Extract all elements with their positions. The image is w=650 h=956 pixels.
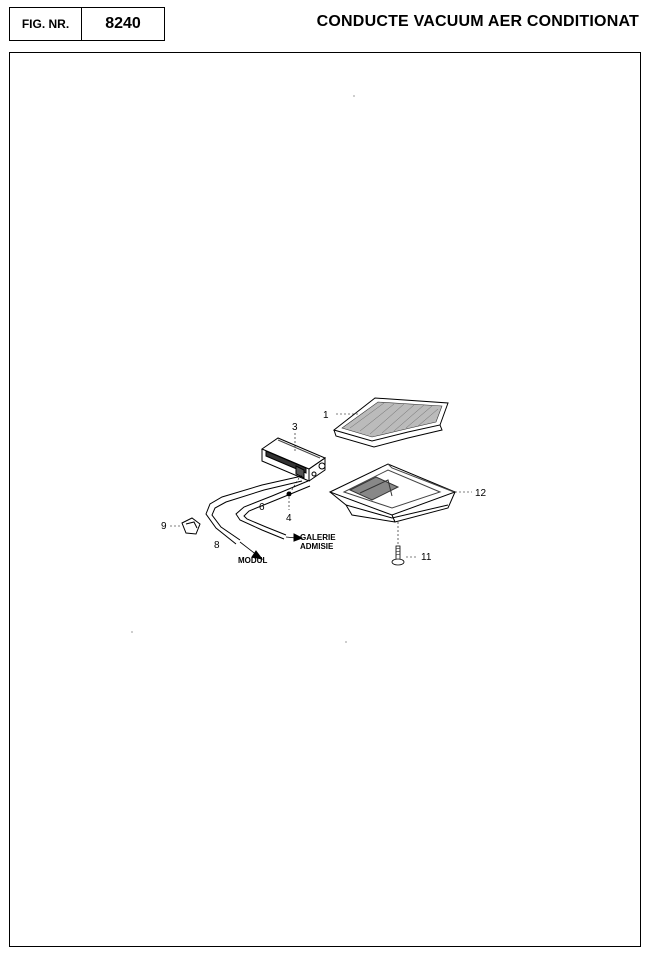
figure-number: 8240: [105, 15, 141, 32]
drawing-frame: [9, 52, 641, 947]
callout-1: 1: [323, 410, 329, 421]
callout-3: 3: [292, 422, 298, 433]
part-11-screw: [391, 522, 418, 566]
part-1-filter-panel: [332, 397, 449, 448]
note-modul: MODUL: [238, 556, 267, 565]
vacuum-hoses: [205, 475, 311, 560]
callout-4: 4: [286, 513, 292, 524]
figure-label: FIG. NR.: [10, 8, 82, 40]
callout-12: 12: [475, 488, 487, 499]
part-9-clip: [181, 517, 201, 535]
page-title: CONDUCTE VACUUM AER CONDITIONAT: [316, 13, 639, 30]
speck: [131, 631, 133, 633]
callout-9: 9: [161, 521, 167, 532]
speck: [353, 95, 355, 97]
part-12-tray: [328, 463, 457, 523]
figure-number-box: FIG. NR. 8240: [9, 7, 165, 41]
callout-8: 8: [214, 540, 220, 551]
note-galerie: GALERIE: [300, 533, 336, 542]
speck: [345, 641, 347, 643]
callout-6: 6: [259, 502, 265, 513]
part-3-vacuum-block: [260, 437, 327, 482]
note-admisie: ADMISIE: [300, 542, 334, 551]
callout-11: 11: [421, 552, 432, 563]
